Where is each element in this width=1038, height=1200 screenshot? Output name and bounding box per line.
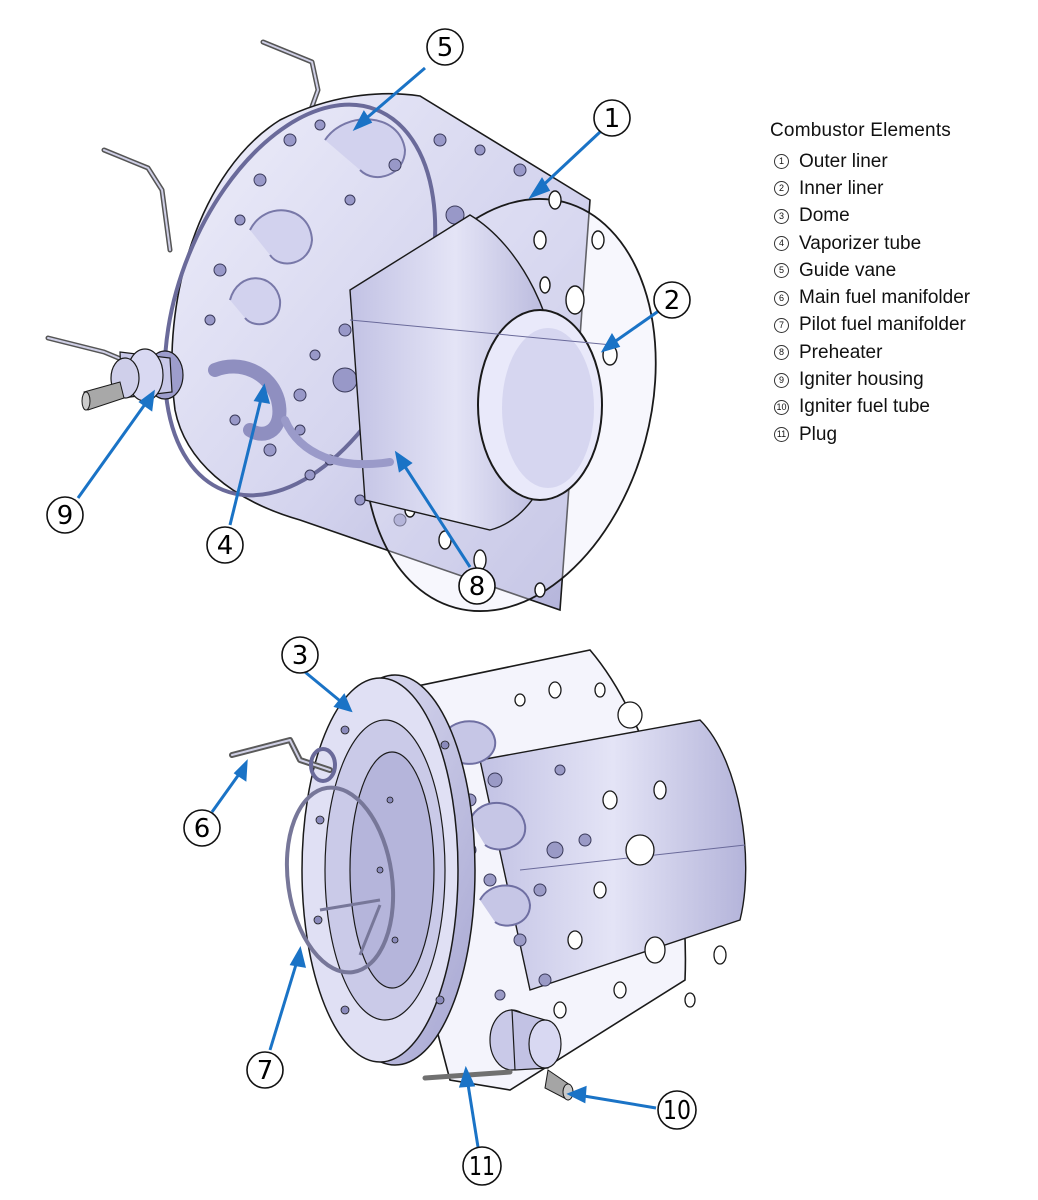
legend-number: 4: [774, 236, 789, 252]
legend-item: 7 Pilot fuel manifolder: [770, 312, 1030, 339]
top-inner-liner-seam: [349, 319, 613, 346]
leader-line-4: [228, 394, 264, 526]
leader-arrow-6: [233, 759, 248, 782]
callout-11: 11: [462, 1146, 502, 1186]
bottom-pilot-manifold-ring: [284, 785, 396, 975]
top-guide-vanes: [229, 118, 407, 326]
legend-number: 8: [774, 345, 789, 361]
top-assembly-view: [45, 39, 657, 612]
bottom-main-fuel-tube-highlight: [231, 739, 331, 771]
callout-1-label: 1: [604, 104, 621, 134]
leader-line-3: [304, 670, 346, 707]
callout-4-label: 4: [217, 531, 234, 561]
leader-line-8: [400, 461, 472, 568]
legend-item: 3 Dome: [770, 203, 1030, 230]
legend-number: 5: [774, 263, 789, 279]
bottom-main-fuel-loop: [309, 747, 337, 783]
legend-label: Pilot fuel manifolder: [799, 314, 966, 336]
legend-item: 11 Plug: [770, 421, 1030, 448]
legend-item: 2 Inner liner: [770, 175, 1030, 202]
leader-arrow-1: [528, 177, 551, 199]
top-igniter-housing: [81, 348, 184, 411]
legend-item: 1 Outer liner: [770, 148, 1030, 175]
legend-label: Main fuel manifolder: [799, 287, 971, 309]
leader-line-9: [76, 399, 150, 499]
leader-line-2: [609, 308, 661, 347]
legend-number: 2: [774, 181, 789, 197]
callout-9-label: 9: [57, 501, 74, 531]
callout-2-label: 2: [664, 286, 681, 316]
callout-6: 6: [183, 809, 221, 847]
legend-item: 10 Igniter fuel tube: [770, 394, 1030, 421]
leader-arrow-2: [600, 333, 621, 353]
legend-list: 1 Outer liner 2 Inner liner 3 Dome 4 Vaporiz…: [770, 148, 1030, 448]
leader-line-6: [210, 769, 244, 813]
leader-arrow-3: [333, 693, 353, 713]
leader-arrow-5: [352, 110, 373, 132]
callout-5: 5: [426, 28, 464, 66]
legend-item: 6 Main fuel manifolder: [770, 284, 1030, 311]
legend-label: Inner liner: [799, 177, 884, 199]
bottom-outer-liner-holes: [514, 681, 727, 1019]
callout-2: 2: [653, 281, 691, 319]
top-vaporizer-tube: [208, 359, 287, 441]
callout-9: 9: [46, 496, 84, 534]
leader-arrow-7: [289, 946, 307, 968]
callout-1: 1: [593, 99, 631, 137]
callout-5-label: 5: [437, 33, 454, 63]
legend-item: 8 Preheater: [770, 339, 1030, 366]
legend-label: Outer liner: [799, 150, 888, 172]
top-preheater-ring: [281, 416, 394, 469]
leader-arrow-4: [253, 383, 271, 404]
callout-7: 7: [246, 1051, 284, 1089]
legend-label: Dome: [799, 205, 850, 227]
callout-10: 10: [657, 1090, 697, 1130]
legend-label: Igniter fuel tube: [799, 396, 930, 418]
callout-4: 4: [206, 526, 244, 564]
legend-number: 3: [774, 208, 789, 224]
leader-line-7: [268, 957, 300, 1051]
legend: Combustor Elements 1 Outer liner 2 Inner l…: [770, 120, 1030, 448]
callout-3-label: 3: [292, 641, 309, 671]
leader-lines: [76, 66, 661, 1148]
callout-8: 8: [458, 567, 496, 605]
legend-label: Igniter housing: [799, 369, 924, 391]
callout-8-label: 8: [469, 572, 486, 602]
legend-label: Vaporizer tube: [799, 232, 922, 254]
legend-number: 1: [774, 154, 789, 170]
top-outer-liner-holes: [204, 119, 527, 527]
legend-number: 9: [774, 372, 789, 388]
bottom-inner-liner-body: [479, 719, 747, 991]
legend-number: 7: [774, 317, 789, 333]
leader-arrow-9: [138, 389, 155, 412]
callout-6-label: 6: [194, 814, 211, 844]
callout-7-label: 7: [257, 1056, 274, 1086]
legend-label: Plug: [799, 423, 838, 445]
legend-number: 11: [774, 427, 789, 443]
callout-10-label: 10: [663, 1096, 691, 1126]
leader-arrow-11: [458, 1065, 476, 1088]
leader-line-5: [361, 66, 426, 124]
legend-label: Preheater: [799, 341, 883, 363]
legend-number: 10: [774, 399, 789, 415]
leader-line-11: [465, 1077, 480, 1148]
legend-item: 5 Guide vane: [770, 257, 1030, 284]
bottom-dome-bolts: [313, 725, 450, 1015]
leader-line-1: [536, 130, 602, 192]
leader-arrow-10: [566, 1085, 587, 1104]
leader-arrow-8: [394, 450, 413, 473]
leader-line-10: [577, 1093, 657, 1110]
bottom-pilot-manifold-spokes: [319, 898, 382, 956]
legend-item: 4 Vaporizer tube: [770, 230, 1030, 257]
callout-3: 3: [281, 636, 319, 674]
legend-item: 9 Igniter housing: [770, 366, 1030, 393]
legend-title: Combustor Elements: [770, 120, 952, 141]
top-inner-liner-inside: [502, 328, 594, 488]
bottom-assembly-view: [229, 649, 747, 1101]
legend-number: 6: [774, 290, 789, 306]
bottom-igniter-housing: [489, 1009, 574, 1101]
legend-label: Guide vane: [799, 259, 897, 281]
callout-11-label: 11: [469, 1152, 495, 1182]
